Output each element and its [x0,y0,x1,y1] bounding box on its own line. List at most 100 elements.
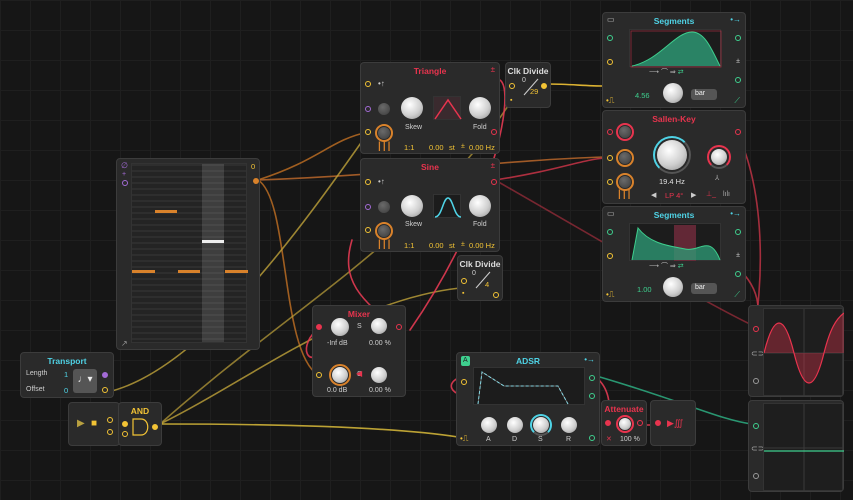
mixer-ch2-send-knob[interactable] [371,367,387,383]
adsr-sustain-knob[interactable] [533,417,549,433]
mixer-ch1-input-port[interactable] [316,324,322,330]
play-output-port[interactable] [107,417,113,423]
segments-envelope-display[interactable] [629,29,722,68]
sallen-key-fm-knob[interactable] [619,152,631,164]
segments-trigger-port[interactable] [607,35,613,41]
sine-hz[interactable]: 0.00 Hz [469,241,495,250]
bandpass-icon[interactable]: lılı [723,191,730,198]
add-icon[interactable]: ± [490,65,495,74]
sequencer-grid[interactable] [131,163,248,343]
triangle-sync-port[interactable] [365,81,371,87]
segments-rate-knob[interactable] [663,277,683,297]
segments-value[interactable]: 4.56 [635,91,650,100]
segments-mode-select[interactable]: bar [691,89,717,100]
triangle-pitch-knob[interactable] [378,127,390,139]
adsr-gate-port[interactable] [461,379,467,385]
and-output-port[interactable] [152,424,158,430]
and-input-b-port[interactable] [122,431,128,437]
segments-trigger-port[interactable] [607,229,613,235]
mixer-ch1-level[interactable]: -Inf dB [327,340,348,347]
mixer-ch2-level-knob[interactable] [332,367,348,383]
note-step[interactable] [202,240,224,243]
folder-icon[interactable]: ▭ [607,15,615,24]
transport-offset-value[interactable]: 0 [64,386,69,395]
adsr-output-port[interactable] [589,375,595,381]
sallen-key-fm-port[interactable] [607,155,613,161]
sequencer-output-port[interactable] [253,178,259,184]
clk-divide-output-port[interactable] [541,83,547,89]
sallen-key-output-port[interactable] [735,129,741,135]
sine-semitones[interactable]: 0.00 [429,241,444,250]
segments-value[interactable]: 1.00 [637,285,652,294]
expand-icon[interactable]: ↗ [121,339,128,348]
and-input-a-port[interactable] [122,421,128,427]
x-icon[interactable]: ✕ [606,436,612,443]
segments-gate-port[interactable] [607,59,613,65]
mixer-ch2-level[interactable]: 0.0 dB [327,387,348,394]
transport-output-port[interactable] [102,372,108,378]
triangle-skew-knob[interactable] [401,97,423,119]
clk-divide-input-port[interactable] [509,83,515,89]
audio-output-input-port[interactable] [655,420,661,426]
triangle-ratio[interactable]: 1:1 [404,143,415,152]
adsr-inverted-port[interactable] [589,393,595,399]
segments-gate-port[interactable] [607,253,613,259]
sine-mod-knob[interactable] [378,201,390,213]
segments-mode-select[interactable]: bar [691,283,717,294]
add-icon[interactable]: ± [490,161,495,170]
scope-trigger-port[interactable] [753,473,759,479]
scope-trigger-port[interactable] [753,378,759,384]
attenuate-input-port[interactable] [605,420,611,426]
sallen-key-drive-knob[interactable] [619,126,631,138]
sine-skew-knob[interactable] [401,195,423,217]
a-badge-icon[interactable]: A [461,356,470,366]
plus-icon[interactable]: + [122,171,127,178]
segments-out-port[interactable] [735,35,741,41]
attenuate-output-port[interactable] [637,420,643,426]
arrow-right-icon[interactable]: •→ [730,209,741,218]
sine-sync-port[interactable] [365,179,371,185]
stereo-link-icon[interactable]: ⊂⊃ [751,349,765,358]
folder-icon[interactable]: ▭ [607,209,615,218]
clk-divide-output-port[interactable] [493,292,499,298]
sallen-key-cutoff-knob[interactable] [657,140,687,170]
sallen-key-filter-type[interactable]: LP 4° [665,191,684,200]
note-step[interactable] [225,270,248,273]
stop-output-port[interactable] [107,429,113,435]
edit-icon[interactable]: ⟋ [734,96,740,105]
mixer-ch2-send[interactable]: 0.00 % [369,387,391,394]
segments-envelope-display[interactable] [629,223,721,261]
triangle-mod-port[interactable] [365,106,371,112]
lowpass-icon[interactable]: ⊥_ [706,191,716,198]
mixer-ch1-output-port[interactable] [396,324,402,330]
note-step[interactable] [132,270,155,273]
triangle-fold-knob[interactable] [469,97,491,119]
note-icon[interactable]: ♩▾ [73,369,97,393]
mixer-ch1-send-knob[interactable] [371,318,387,334]
scope-input-port[interactable] [753,423,759,429]
segments-rate-knob[interactable] [663,83,683,103]
triangle-pitch-port[interactable] [365,129,371,135]
attenuate-value[interactable]: 100 % [620,436,640,443]
sine-output-port[interactable] [491,179,497,185]
adsr-envelope-display[interactable] [473,367,585,405]
adsr-attack-knob[interactable] [481,417,497,433]
triangle-output-port[interactable] [491,129,497,135]
random-icon[interactable]: ∅ [121,161,128,170]
sine-mod-port[interactable] [365,204,371,210]
attenuate-knob[interactable] [619,418,631,430]
mixer-ch2-input-port[interactable] [316,372,322,378]
transport-clock-port[interactable] [102,387,108,393]
note-step[interactable] [155,210,177,213]
play-icon[interactable]: ▶ [77,418,85,429]
sallen-key-pitch-knob[interactable] [619,176,631,188]
stop-icon[interactable]: ■ [91,418,98,429]
curve-shape-icons[interactable]: ⟶ ⌒ ⇒ ⇄ [649,263,684,270]
clk-divide-divisor[interactable]: 29 [530,87,539,96]
sine-fold-knob[interactable] [469,195,491,217]
clk-divide-divisor[interactable]: 4 [485,280,490,289]
triangle-hz[interactable]: 0.00 Hz [469,143,495,152]
sine-pitch-knob[interactable] [378,225,390,237]
sallen-key-pitch-port[interactable] [607,179,613,185]
sallen-key-input-port[interactable] [607,129,613,135]
